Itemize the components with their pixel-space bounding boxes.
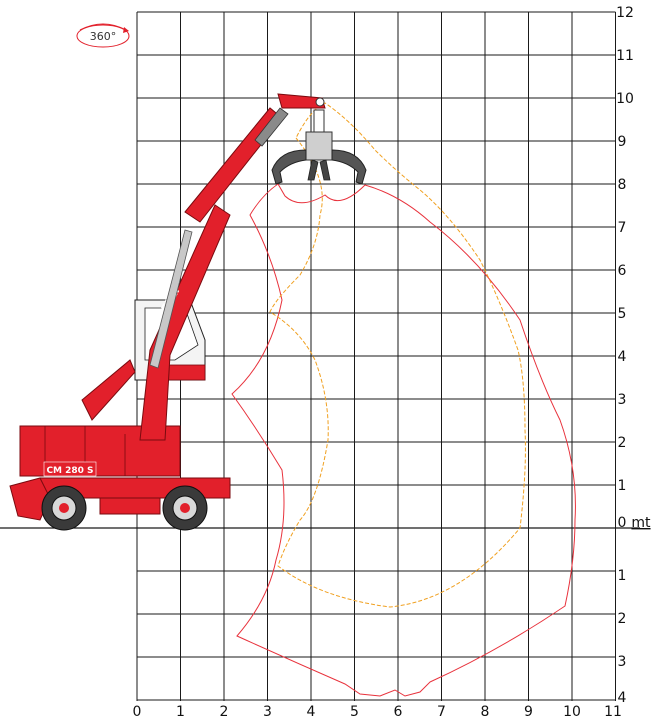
x-tick-label: 1 [176,704,185,720]
grid [0,11,640,701]
x-tick-label: 5 [350,704,359,720]
y-axis-tick-labels: 12 11 10 9 8 7 6 5 4 3 2 1 0 mt 1 2 3 4 [616,5,651,706]
x-tick-label: 4 [307,704,316,720]
y-tick-label: 7 [618,220,627,236]
x-tick-label: 6 [394,704,403,720]
x-tick-label: 11 [604,704,622,720]
y-tick-label: 1 [618,568,627,584]
x-tick-label: 3 [263,704,272,720]
y-tick-label: 6 [618,263,627,279]
y-tick-label: 12 [616,5,634,21]
x-tick-label: 10 [563,704,581,720]
y-tick-label: 8 [618,177,627,193]
y-tick-label: 9 [618,134,627,150]
x-tick-label: 8 [481,704,490,720]
rotation-badge: 360° [76,23,130,48]
inner-reach-envelope [269,102,526,608]
outer-reach-envelope [231,183,576,697]
y-tick-label: 3 [618,392,627,408]
x-tick-label: 9 [524,704,533,720]
y-tick-label: 11 [616,48,634,64]
rotation-badge-label: 360° [90,30,117,43]
grapple [271,109,367,185]
y-tick-label: 1 [618,478,627,494]
y-tick-label: 2 [618,611,627,627]
y-tick-label: 4 [618,690,627,706]
excavator: CM 280 S MINELLI [9,93,367,531]
x-tick-label: 2 [220,704,229,720]
y-tick-label: 2 [618,435,627,451]
y-tick-label: 0 [618,515,627,531]
y-tick-label: 5 [618,306,627,322]
unit-label: mt [631,515,651,531]
y-tick-label: 3 [618,654,627,670]
model-badge: CM 280 S [46,466,93,476]
x-axis-tick-labels: 0 1 2 3 4 5 6 7 8 9 10 11 [133,704,622,720]
y-tick-label: 4 [618,349,627,365]
x-tick-label: 0 [133,704,142,720]
x-tick-label: 7 [437,704,446,720]
y-tick-label: 10 [616,91,634,107]
